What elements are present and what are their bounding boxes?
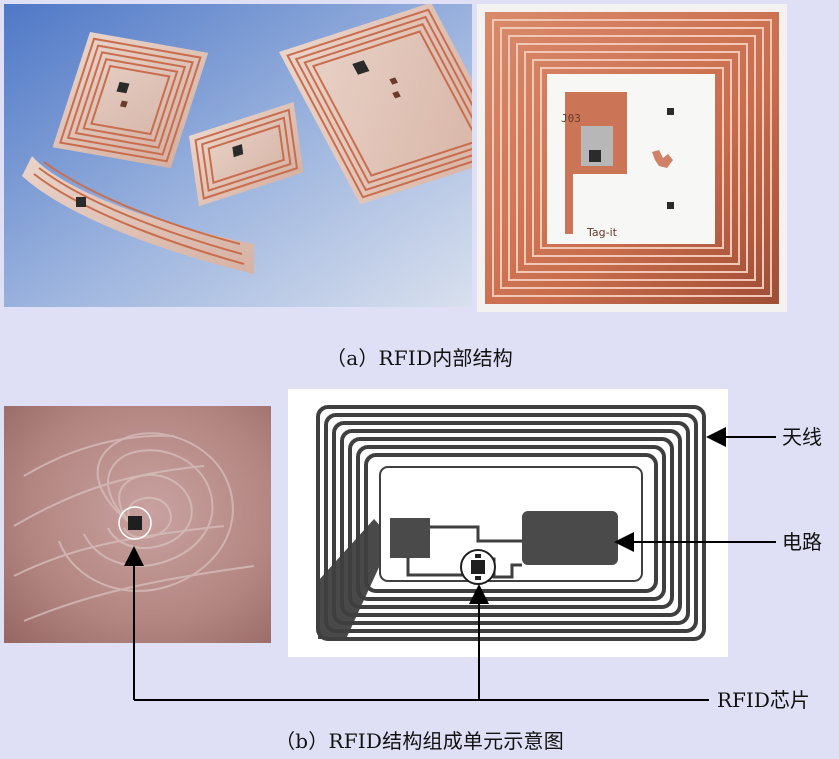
fingertip-chip-photo [4, 406, 271, 643]
rfid-structure-diagram [288, 389, 728, 657]
tag-it-text: Tag-it [586, 226, 618, 239]
chip-circle-highlight-1 [118, 506, 152, 540]
caption-a: （a）RFID内部结构 [326, 346, 513, 370]
circuit-pad-large [522, 511, 618, 565]
rfid-tags-photo [4, 4, 472, 307]
circuit-label: 电路 [782, 530, 822, 554]
rfid-chip [471, 560, 485, 574]
rfid-tags-photo-image [4, 4, 472, 307]
rfid-chip-label: RFID芯片 [717, 688, 810, 712]
coil-traces [492, 19, 772, 297]
rfid-tag-2 [279, 4, 472, 205]
caption-b: （b）RFID结构组成单元示意图 [275, 729, 564, 753]
rfid-coil-closeup-photo: J03 Tag-it [477, 4, 787, 312]
rfid-structure-drawing [288, 389, 728, 657]
rfid-chip-on-fingertip [128, 516, 142, 530]
antenna-label: 天线 [782, 425, 822, 449]
rfid-tag-1 [52, 32, 209, 169]
circuit-pad-small [390, 518, 430, 558]
ti-logo-icon [652, 150, 673, 168]
rfid-coil-closeup-image: J03 Tag-it [477, 4, 787, 312]
fingertip-image [4, 406, 271, 643]
rfid-tag-4 [22, 156, 254, 274]
rfid-tag-3 [189, 102, 304, 207]
photo-code-text: J03 [561, 112, 581, 125]
antenna-coil [316, 405, 706, 641]
chip [589, 150, 601, 162]
